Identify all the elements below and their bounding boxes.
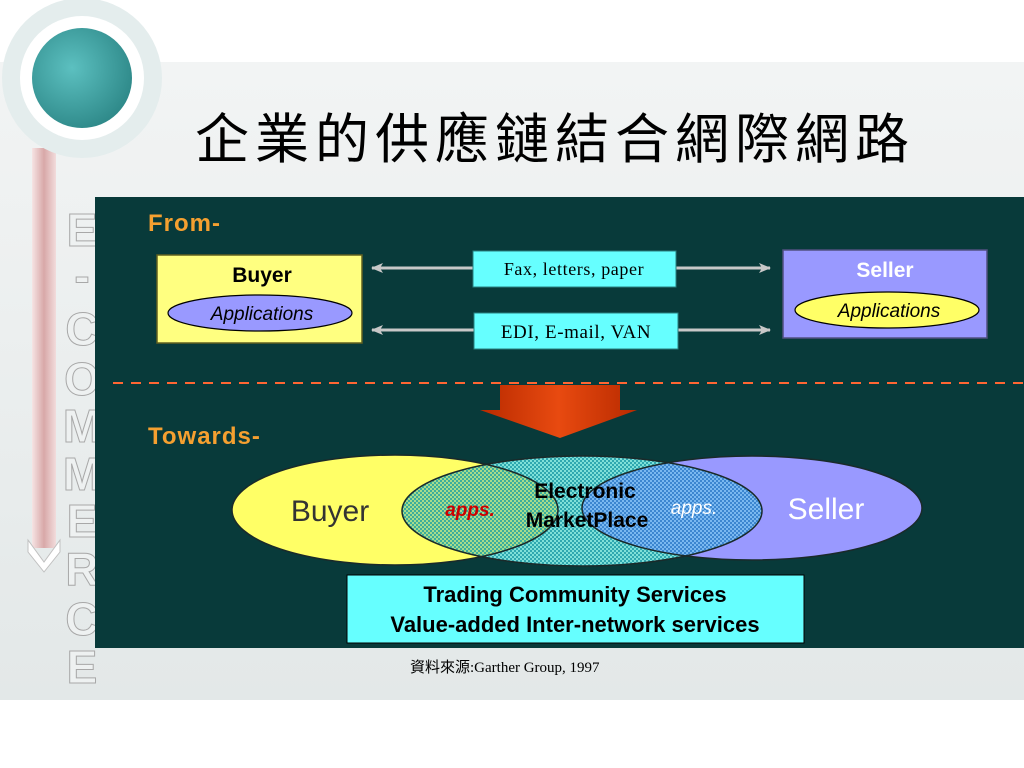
buyer-overlap bbox=[402, 456, 558, 565]
side-letter: E bbox=[67, 641, 98, 693]
source-caption: 資料來源:Garther Group, 1997 bbox=[410, 659, 600, 676]
seller-box-title: Seller bbox=[856, 259, 913, 282]
buyer-applications-ellipse bbox=[167, 294, 353, 332]
services-box: Trading Community Services Value-added I… bbox=[346, 574, 805, 644]
services-line: Value-added Inter-network services bbox=[390, 612, 759, 637]
marketplace-overlaps bbox=[402, 456, 762, 565]
side-letter: O bbox=[64, 353, 100, 405]
side-letter: E bbox=[67, 204, 98, 256]
services-line: Trading Community Services bbox=[423, 582, 726, 607]
seller-overlap bbox=[582, 456, 762, 560]
buyer-box: Buyer Applications bbox=[156, 254, 363, 344]
channel-edi: EDI, E-mail, VAN bbox=[371, 312, 771, 350]
seller-applications-ellipse bbox=[794, 291, 980, 329]
buyer-apps-label: apps. bbox=[445, 500, 495, 521]
seller-applications-label: Applications bbox=[837, 301, 941, 322]
decorative-chevron bbox=[27, 538, 61, 573]
channel-label-box bbox=[472, 250, 677, 288]
seller-ellipse-outline bbox=[581, 455, 923, 561]
side-letter: M bbox=[63, 400, 101, 452]
side-letter: M bbox=[63, 448, 101, 500]
side-letter: E bbox=[67, 495, 98, 547]
teal-circle-icon bbox=[32, 28, 132, 128]
marketplace-label-line2: MarketPlace bbox=[526, 509, 649, 532]
marketplace-ellipse-outline bbox=[401, 455, 763, 567]
channel-label-box bbox=[473, 312, 679, 350]
down-arrow-icon bbox=[480, 385, 637, 438]
towards-section: Towards- Buyer apps. Electronic MarketPl… bbox=[148, 423, 923, 644]
services-box-rect bbox=[346, 574, 805, 644]
side-letter: - bbox=[74, 250, 89, 302]
side-letter: C bbox=[65, 593, 98, 645]
seller-box: Seller Applications bbox=[782, 249, 988, 339]
decorative-side-bar bbox=[32, 148, 56, 548]
towards-heading: Towards- bbox=[148, 423, 261, 450]
channel-label: EDI, E-mail, VAN bbox=[501, 322, 651, 343]
from-heading: From- bbox=[148, 210, 221, 237]
channel-fax: Fax, letters, paper bbox=[371, 250, 771, 288]
towards-buyer-label: Buyer bbox=[291, 495, 369, 528]
seller-apps-label: apps. bbox=[671, 498, 717, 519]
buyer-ellipse-outline bbox=[231, 454, 559, 566]
towards-seller-label: Seller bbox=[788, 493, 865, 526]
side-letter: R bbox=[65, 543, 98, 595]
side-letters: E - C O M M E R C E bbox=[62, 204, 101, 694]
buyer-box-title: Buyer bbox=[232, 264, 292, 287]
channel-label: Fax, letters, paper bbox=[504, 259, 644, 279]
buyer-applications-label: Applications bbox=[210, 304, 314, 325]
page-title: 企業的供應鏈結合網際網路 bbox=[195, 110, 915, 170]
from-section: From- Buyer Applications Seller Applicat… bbox=[148, 210, 988, 350]
marketplace-label-line1: Electronic bbox=[534, 480, 636, 503]
side-letter: C bbox=[65, 303, 98, 355]
